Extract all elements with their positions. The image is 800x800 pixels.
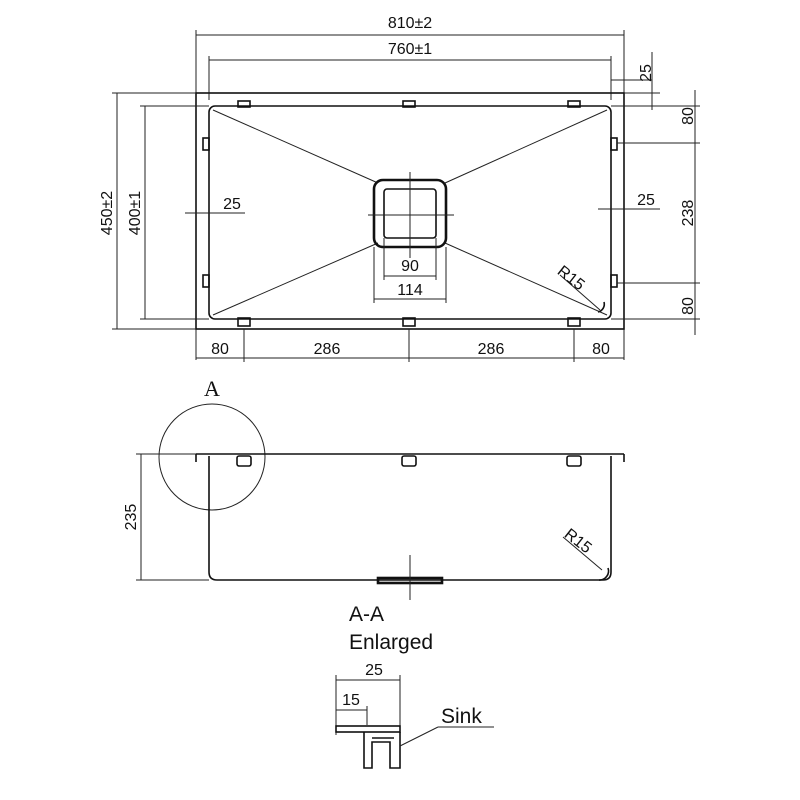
- detail-title-line1: A-A: [349, 603, 384, 626]
- dim-right-mid: 238: [680, 200, 697, 227]
- slope-line-tl: [212, 109, 379, 184]
- detail-view: A-A Enlarged 25 15 Sink: [335, 603, 494, 769]
- clip-bottom-3: [567, 317, 581, 327]
- dim-corner-radius-top: R15: [554, 263, 588, 295]
- clip-bottom-2: [402, 317, 416, 327]
- dim-detail-outer: 25: [365, 662, 383, 679]
- corner-arc-top: [597, 301, 606, 313]
- detail-flange-top: [335, 725, 401, 733]
- dim-right-top: 80: [680, 107, 697, 125]
- detail-profile: [363, 732, 401, 769]
- side-corner-arc: [598, 567, 610, 581]
- dim-side-height: 235: [123, 504, 140, 531]
- dim-inner-depth: 400±1: [127, 191, 144, 235]
- dim-bottom-right: 80: [592, 341, 610, 358]
- side-clip-1: [236, 455, 252, 467]
- clip-bottom-1: [237, 317, 251, 327]
- clip-left-2: [202, 274, 210, 288]
- side-view: A 235 R15: [123, 376, 625, 600]
- dim-bottom-left: 80: [211, 341, 229, 358]
- dim-detail-inner: 15: [342, 692, 360, 709]
- slope-line-tr: [444, 109, 608, 184]
- leader-sink: [399, 726, 439, 747]
- slope-line-br: [444, 242, 608, 316]
- dim-offset-right: 25: [637, 192, 655, 209]
- dim-inner-width: 760±1: [388, 41, 432, 58]
- sink-rim-outline: [195, 92, 625, 330]
- dim-right-bottom: 80: [680, 297, 697, 315]
- clip-top-2: [402, 100, 416, 108]
- leader-radius-side: [562, 536, 603, 571]
- dim-drain-outer: 114: [397, 282, 423, 299]
- detail-callout-sink: Sink: [441, 705, 482, 728]
- detail-title-line2: Enlarged: [349, 631, 433, 654]
- dim-flange-right: 25: [638, 64, 655, 82]
- clip-top-3: [567, 100, 581, 108]
- clip-left-1: [202, 137, 210, 151]
- dim-bottom-mid-right: 286: [478, 341, 505, 358]
- detail-marker-label: A: [204, 376, 220, 401]
- side-clip-3: [566, 455, 582, 467]
- dim-bottom-mid-left: 286: [314, 341, 341, 358]
- clip-right-2: [610, 274, 618, 288]
- dim-overall-depth: 450±2: [99, 191, 116, 235]
- clip-top-1: [237, 100, 251, 108]
- slope-line-bl: [212, 242, 379, 316]
- detail-marker-circle: [158, 403, 266, 511]
- dim-corner-radius-side: R15: [561, 526, 595, 558]
- leader-radius-top: [559, 274, 601, 311]
- side-clip-2: [401, 455, 417, 467]
- clip-right-1: [610, 137, 618, 151]
- dim-drain-inner: 90: [401, 258, 419, 275]
- dim-offset-left: 25: [223, 196, 241, 213]
- dim-overall-width: 810±2: [388, 15, 432, 32]
- top-view: 810±2 760±1 90 114: [99, 15, 700, 362]
